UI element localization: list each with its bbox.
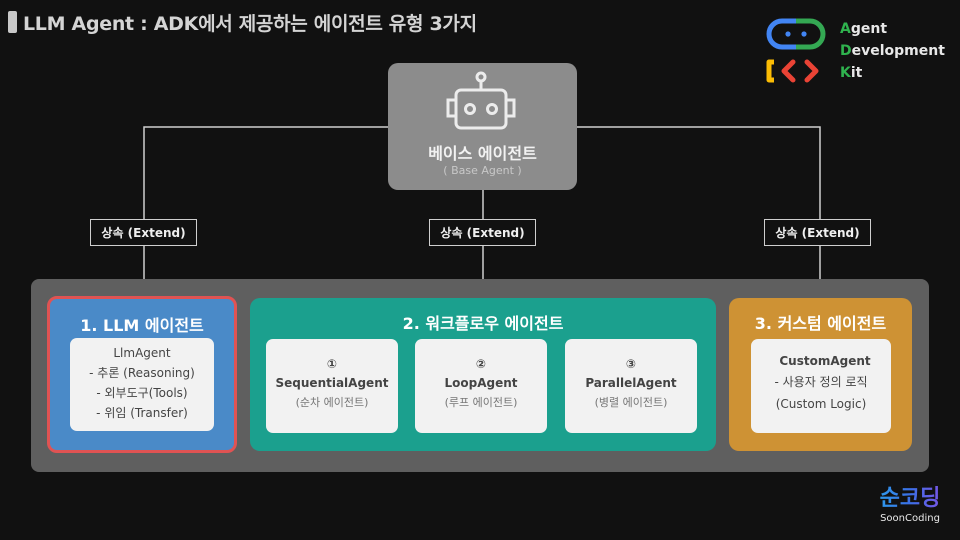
base-agent-title: 베이스 에이전트	[428, 144, 537, 163]
custom-feature-logic: - 사용자 정의 로직	[774, 375, 868, 389]
robot-icon	[446, 71, 516, 130]
loop-desc: (루프 에이전트)	[444, 396, 518, 409]
custom-agent-class: CustomAgent	[779, 354, 871, 368]
page-title-text: LLM Agent : ADK에서 제공하는 에이전트 유형 3가지	[23, 12, 477, 35]
custom-agent-details: CustomAgent - 사용자 정의 로직 (Custom Logic)	[751, 339, 891, 433]
sequential-number: ①	[326, 357, 338, 371]
adk-robot-code-icon	[766, 18, 826, 83]
workflow-agent-card: 2. 워크플로우 에이전트 ① SequentialAgent (순차 에이전트…	[250, 298, 716, 451]
loop-name: LoopAgent	[444, 376, 518, 390]
brand-english: SoonCoding	[880, 513, 940, 524]
brand-korean: 순코딩	[870, 486, 950, 512]
parallel-number: ③	[625, 357, 637, 371]
loop-number: ②	[475, 357, 487, 371]
page-title: LLM Agent : ADK에서 제공하는 에이전트 유형 3가지	[8, 8, 477, 36]
llm-agent-card: 1. LLM 에이전트 LlmAgent - 추론 (Reasoning) - …	[47, 296, 237, 453]
adk-line-development: Development	[840, 43, 945, 59]
loop-agent-box: ② LoopAgent (루프 에이전트)	[415, 339, 547, 433]
llm-agent-title: 1. LLM 에이전트	[80, 316, 204, 335]
sequential-name: SequentialAgent	[275, 376, 389, 390]
sequential-agent-box: ① SequentialAgent (순차 에이전트)	[266, 339, 398, 433]
extend-label-workflow: 상속 (Extend)	[429, 219, 536, 246]
custom-feature-logic-en: (Custom Logic)	[775, 397, 867, 411]
custom-agent-card: 3. 커스텀 에이전트 CustomAgent - 사용자 정의 로직 (Cus…	[729, 298, 912, 451]
adk-line-agent: Agent	[840, 21, 888, 37]
llm-agent-class: LlmAgent	[113, 346, 171, 360]
adk-wordmark: Agent Development Kit	[840, 18, 945, 84]
llm-agent-details: LlmAgent - 추론 (Reasoning) - 외부도구(Tools) …	[70, 338, 214, 431]
base-agent-box: 베이스 에이전트 ( Base Agent )	[388, 63, 577, 190]
parallel-desc: (병렬 에이전트)	[594, 396, 668, 409]
base-agent-subtitle: ( Base Agent )	[443, 164, 522, 177]
llm-feature-reasoning: - 추론 (Reasoning)	[89, 366, 195, 380]
llm-feature-transfer: - 위임 (Transfer)	[96, 406, 188, 420]
custom-agent-title: 3. 커스텀 에이전트	[754, 314, 887, 333]
parallel-name: ParallelAgent	[585, 376, 677, 390]
title-marker	[8, 11, 17, 33]
llm-feature-tools: - 외부도구(Tools)	[96, 386, 188, 400]
adk-line-kit: Kit	[840, 65, 863, 81]
extend-label-llm: 상속 (Extend)	[90, 219, 197, 246]
brand-logo: 순코딩 SoonCoding	[870, 486, 950, 526]
extend-label-custom: 상속 (Extend)	[764, 219, 871, 246]
sequential-desc: (순차 에이전트)	[295, 396, 369, 409]
parallel-agent-box: ③ ParallelAgent (병렬 에이전트)	[565, 339, 697, 433]
workflow-agent-title: 2. 워크플로우 에이전트	[402, 314, 564, 333]
